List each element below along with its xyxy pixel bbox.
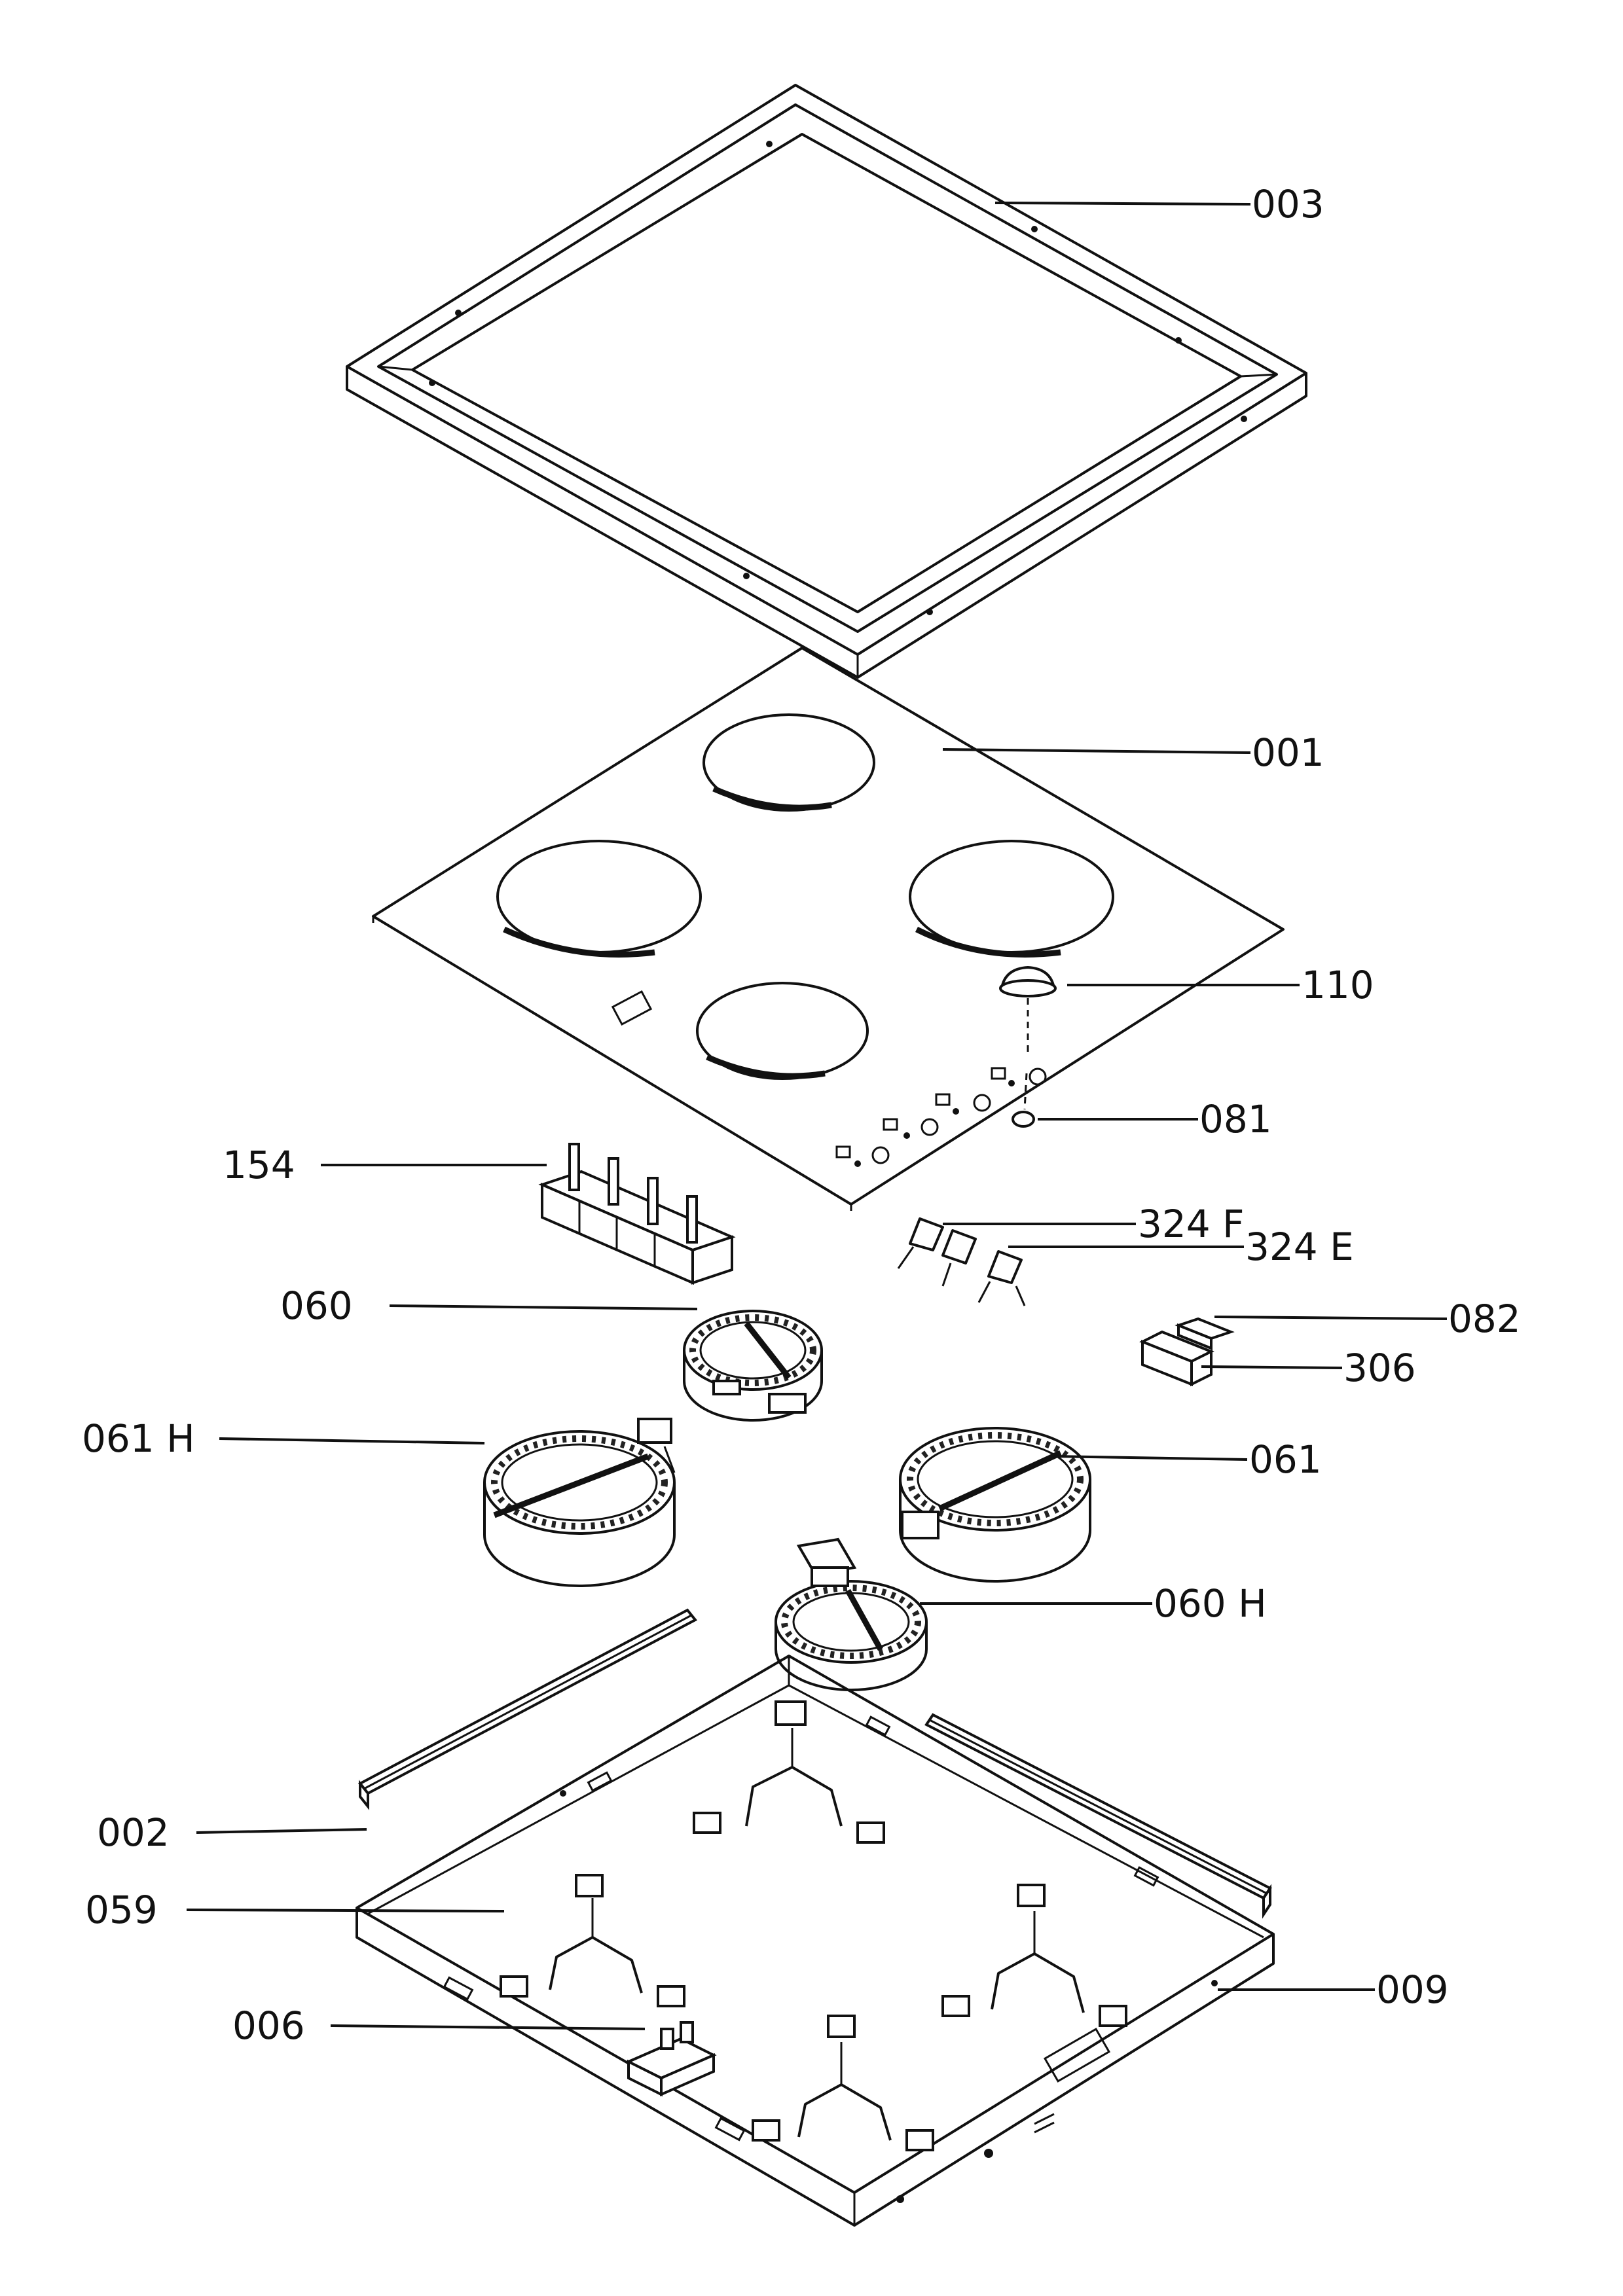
label-154: 154	[223, 1143, 295, 1187]
label-009: 009	[1376, 1967, 1449, 2012]
part-clip-324e	[977, 1250, 1026, 1306]
part-switch-block-154	[538, 1143, 736, 1285]
part-082	[1175, 1317, 1235, 1350]
label-006: 006	[232, 2003, 305, 2048]
label-110: 110	[1302, 963, 1374, 1007]
part-number-labels: 003 001 110 081 154 324 F 324 E 060 082 …	[82, 182, 1521, 2048]
part-knob-110	[999, 965, 1057, 1054]
part-heating-element-061h	[483, 1418, 676, 1587]
label-306: 306	[1343, 1346, 1416, 1390]
control-symbols	[835, 1067, 1047, 1167]
label-002: 002	[97, 1810, 170, 1855]
part-glass-top-001	[372, 647, 1285, 1211]
part-frame-003	[346, 84, 1307, 679]
label-061h: 061 H	[82, 1416, 195, 1461]
label-324e: 324 E	[1245, 1225, 1354, 1269]
label-001: 001	[1252, 730, 1324, 775]
part-heating-element-060	[683, 1310, 823, 1422]
label-060: 060	[280, 1283, 353, 1328]
part-knob-insert-081	[1012, 1073, 1035, 1128]
part-clip-324f	[897, 1217, 977, 1287]
label-081: 081	[1199, 1097, 1272, 1141]
bracket-spider-rear	[693, 1700, 885, 1844]
part-terminal-block-006	[625, 2021, 717, 2097]
bracket-spider-right	[941, 1884, 1127, 2027]
label-003: 003	[1252, 182, 1324, 226]
label-082: 082	[1448, 1297, 1521, 1341]
frame-screw-holes	[429, 141, 1247, 615]
cooking-zone-markings	[496, 713, 1114, 1080]
label-059: 059	[85, 1888, 158, 1932]
part-306	[1139, 1330, 1214, 1387]
part-bottom-tray-009	[356, 1655, 1275, 2227]
bracket-spider-front	[752, 2015, 934, 2151]
label-324f: 324 F	[1138, 1202, 1245, 1246]
part-heating-element-060h	[775, 1537, 928, 1691]
part-seal-strip-002	[357, 1608, 1272, 1919]
leader-lines	[186, 202, 1448, 2030]
part-heating-element-061	[899, 1427, 1091, 1583]
bracket-spider-left	[500, 1874, 685, 2007]
label-061: 061	[1249, 1437, 1322, 1482]
part-element-brackets-059	[500, 1700, 1127, 2151]
tray-slots	[443, 1715, 1218, 2203]
label-060h: 060 H	[1154, 1581, 1267, 1626]
